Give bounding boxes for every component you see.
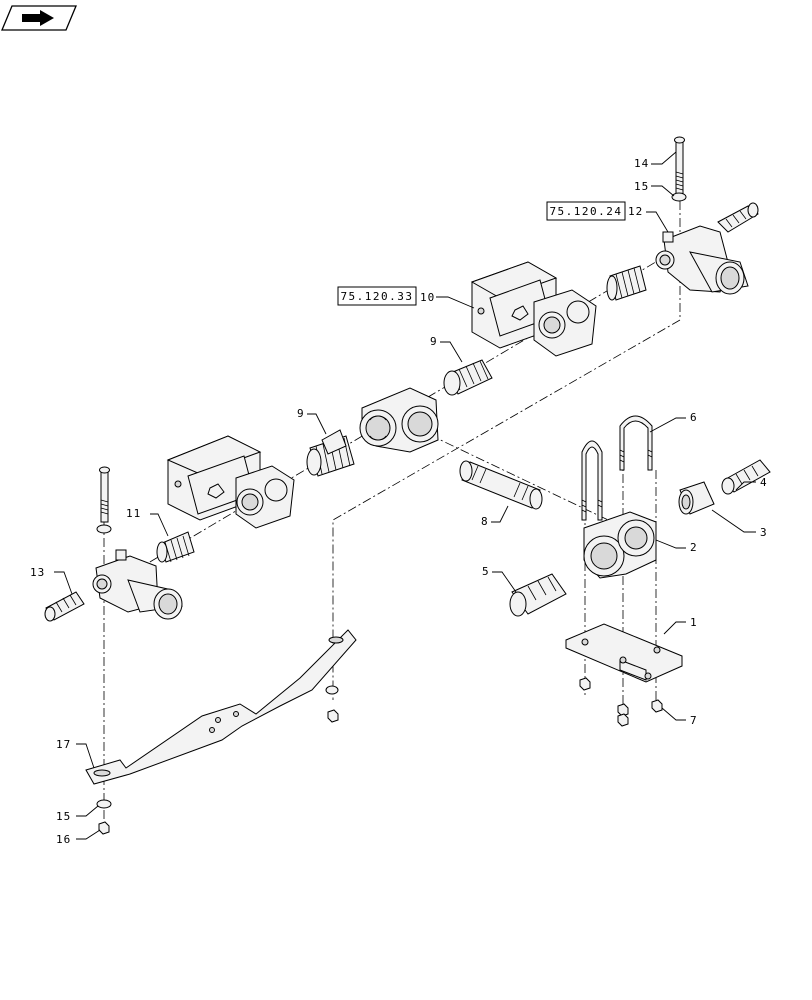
callout-3: 3 [760, 526, 768, 539]
part-1-mounting-bracket [565, 623, 683, 683]
part-16-nut [98, 821, 110, 835]
part-13-hose-barb-left [44, 591, 85, 622]
callout-12: 12 [628, 205, 643, 218]
callout-5: 5 [482, 565, 490, 578]
callout-16: 16 [56, 833, 71, 846]
callout-15-top: 15 [634, 180, 649, 193]
part-2-tee-fitting [583, 511, 657, 579]
part-12-valve-body-right [655, 225, 749, 295]
part-9-nipple-lower [306, 429, 355, 477]
part-15-washer-left-top [96, 524, 112, 534]
callout-9-upper: 9 [430, 335, 438, 348]
page-back-arrow-icon[interactable] [1, 5, 77, 31]
part-6-u-bolt-right [619, 415, 653, 471]
part-13-valve-body-left [92, 549, 183, 620]
part-10-solenoid-valve-upper [470, 261, 597, 357]
callout-7: 7 [690, 714, 698, 727]
svg-text:75.120.33: 75.120.33 [340, 290, 413, 303]
callout-6: 6 [690, 411, 698, 424]
part-9-nipple-upper [443, 359, 493, 396]
svg-text:75.120.24: 75.120.24 [549, 205, 622, 218]
callouts: 14 15 12 10 9 9 6 4 3 2 8 5 11 13 1 7 17… [30, 151, 768, 846]
callout-8: 8 [481, 515, 489, 528]
part-14-bolt-left [99, 466, 110, 523]
part-6-u-bolt-left [581, 440, 603, 521]
callout-15-bottom: 15 [56, 810, 71, 823]
part-15-washer-bottom [96, 799, 112, 809]
part-15-washer-top [671, 192, 687, 202]
washer-center [325, 685, 339, 695]
reference-box-75-120-24[interactable]: 75.120.24 [546, 201, 626, 221]
part-11-nipple-right [606, 265, 647, 301]
part-8-pipe-nipple [459, 460, 543, 510]
reference-box-75-120-33[interactable]: 75.120.33 [337, 286, 417, 306]
part-3-reducer-bushing [678, 481, 715, 515]
part-4-hose-barb [721, 459, 771, 495]
callout-2: 2 [690, 541, 698, 554]
part-11-nipple-left [156, 531, 195, 563]
part-7-nuts [579, 677, 663, 727]
callout-17: 17 [56, 738, 71, 751]
nut-center [327, 709, 339, 723]
callout-10: 10 [420, 291, 435, 304]
callout-11: 11 [126, 507, 141, 520]
part-14-bolt [674, 136, 685, 196]
solenoid-valve-lower [166, 435, 295, 529]
part-5-hose-barb [509, 573, 567, 617]
callout-4: 4 [760, 476, 768, 489]
callout-14: 14 [634, 157, 649, 170]
callout-1: 1 [690, 616, 698, 629]
callout-13: 13 [30, 566, 45, 579]
tee-fitting-center [359, 387, 439, 453]
part-12-hose-barb-right [717, 202, 759, 233]
part-17-long-bracket [85, 629, 357, 785]
callout-9-lower: 9 [297, 407, 305, 420]
